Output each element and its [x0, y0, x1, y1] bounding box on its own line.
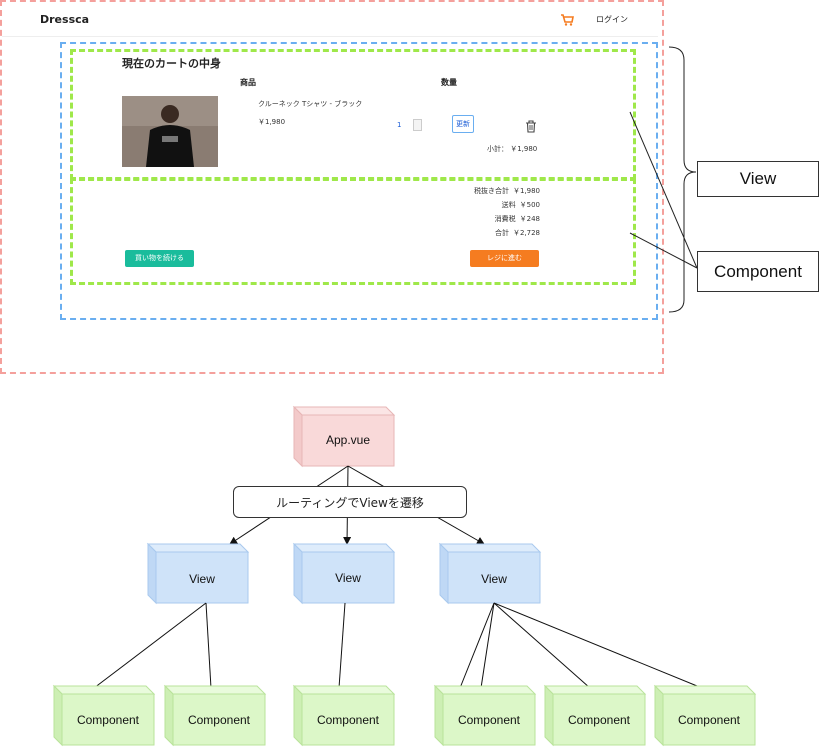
- view-boundary: [60, 42, 658, 320]
- quantity-value[interactable]: 1: [397, 121, 402, 129]
- column-quantity: 数量: [441, 78, 457, 87]
- summary-row: 税抜き合計￥1,980: [450, 186, 540, 200]
- checkout-button[interactable]: レジに進む: [470, 250, 539, 267]
- summary-value: ￥1,980: [512, 187, 540, 195]
- view-label: View: [335, 571, 361, 585]
- cart-title: 現在のカートの中身: [122, 57, 221, 70]
- summary-component-boundary: [70, 178, 636, 285]
- component-label: Component: [76, 713, 140, 727]
- summary-value: ￥2,728: [512, 229, 540, 237]
- view-label: View: [189, 572, 215, 586]
- summary-block: 税抜き合計￥1,980 送料￥500 消費税￥248 合計￥2,728: [450, 186, 540, 242]
- component-box: [433, 684, 537, 747]
- login-link[interactable]: ログイン: [596, 15, 628, 24]
- item-price: ￥1,980: [258, 118, 286, 126]
- summary-row: 合計￥2,728: [450, 228, 540, 242]
- component-box: [292, 684, 396, 747]
- cart-icon[interactable]: [560, 12, 574, 26]
- component-box: [52, 684, 156, 747]
- summary-label: 合計: [494, 229, 509, 237]
- header-divider: [2, 36, 658, 37]
- continue-shopping-button[interactable]: 買い物を続ける: [125, 250, 194, 267]
- summary-row: 消費税￥248: [450, 214, 540, 228]
- quantity-stepper[interactable]: [413, 119, 422, 131]
- view-callout: View: [697, 161, 819, 197]
- component-label: Component: [316, 713, 380, 727]
- app-boundary: [0, 0, 664, 374]
- component-box: [543, 684, 647, 747]
- component-label: Component: [457, 713, 521, 727]
- update-button[interactable]: 更新: [452, 115, 474, 133]
- summary-label: 消費税: [494, 215, 516, 223]
- component-box: [653, 684, 757, 747]
- view-box: [438, 542, 542, 605]
- summary-value: ￥500: [519, 201, 540, 209]
- product-image: [122, 96, 218, 167]
- component-label: Component: [187, 713, 251, 727]
- summary-label: 送料: [501, 201, 516, 209]
- trash-icon[interactable]: [525, 118, 537, 133]
- component-label: Component: [567, 713, 631, 727]
- summary-value: ￥248: [519, 215, 540, 223]
- summary-row: 送料￥500: [450, 200, 540, 214]
- view-box: [146, 542, 250, 605]
- brand-logo[interactable]: Dressca: [40, 13, 90, 26]
- app-label: App.vue: [325, 433, 371, 447]
- app-box: [292, 405, 396, 468]
- routing-label: ルーティングでViewを遷移: [233, 486, 467, 518]
- component-label: Component: [677, 713, 741, 727]
- view-label: View: [481, 572, 507, 586]
- view-box: [292, 542, 396, 605]
- item-name[interactable]: クルーネック Tシャツ - ブラック: [258, 100, 363, 108]
- column-product: 商品: [240, 78, 256, 87]
- summary-label: 税抜き合計: [473, 187, 509, 195]
- component-callout: Component: [697, 251, 819, 292]
- component-box: [163, 684, 267, 747]
- subtotal: 小計： ￥1,980: [487, 145, 538, 153]
